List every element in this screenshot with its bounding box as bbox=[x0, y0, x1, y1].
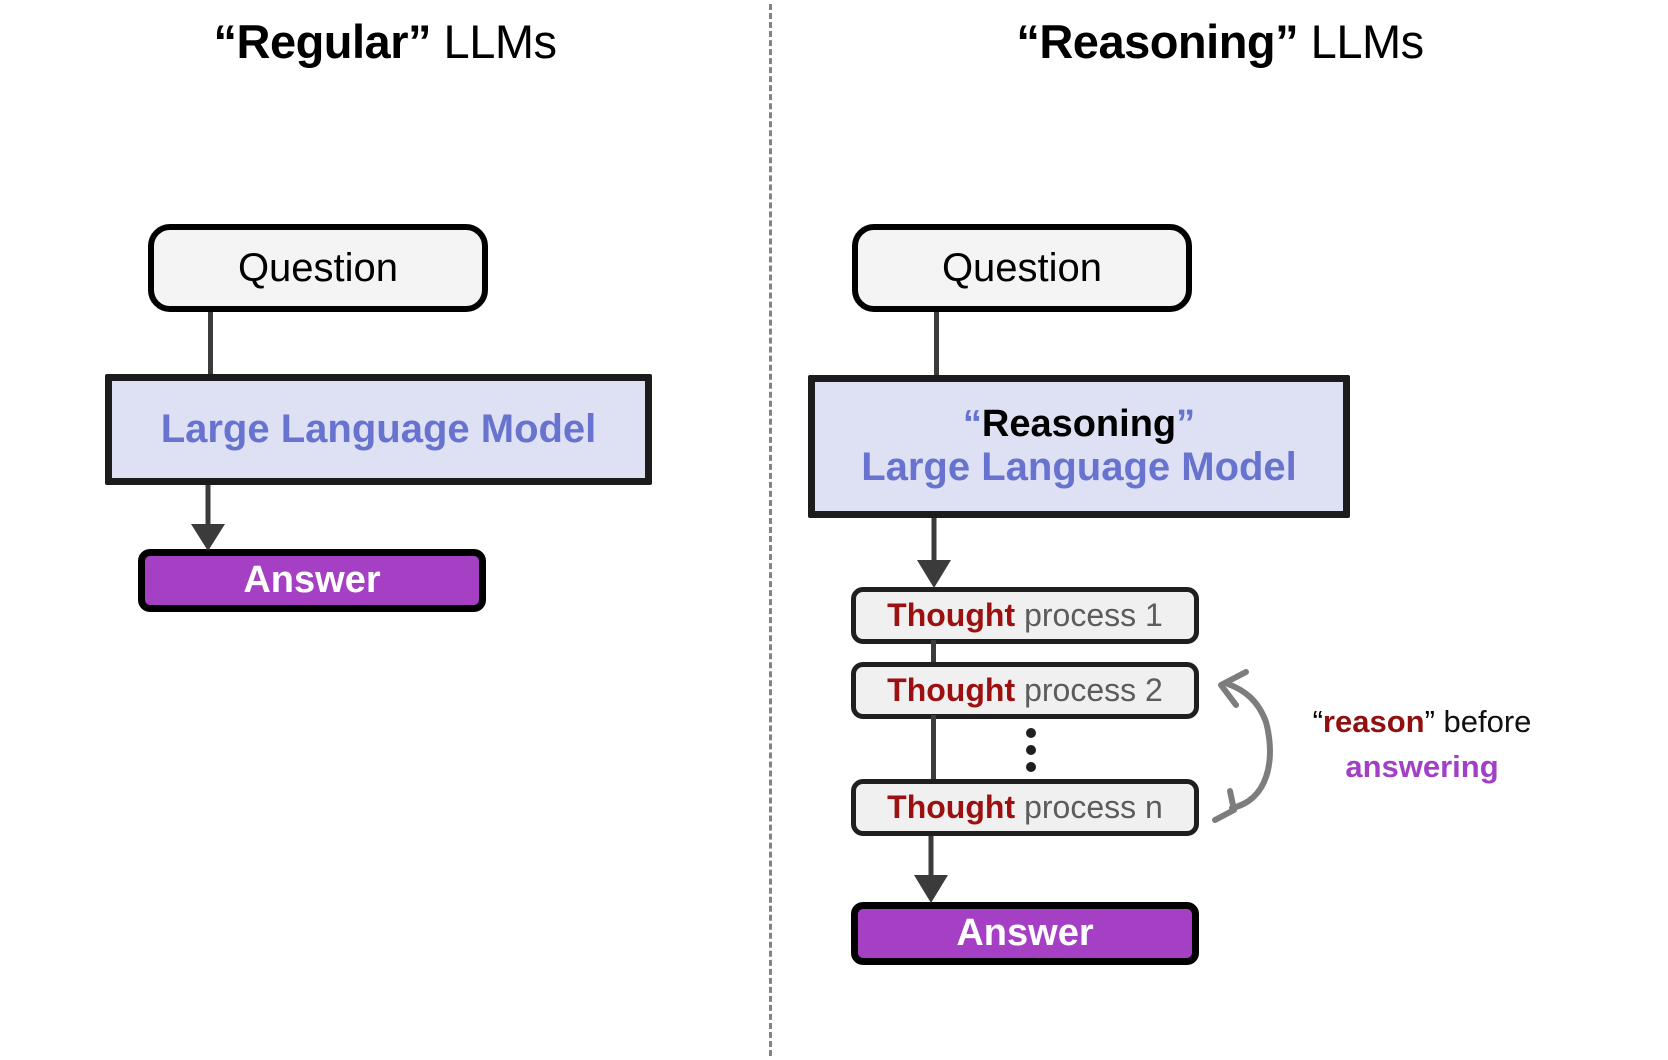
connector-thought1-to-thought2 bbox=[931, 640, 936, 664]
right-question-label: Question bbox=[941, 245, 1103, 290]
right-llm-reasoning-word: Reasoning bbox=[981, 402, 1177, 445]
connector-thought2-to-thoughtn bbox=[931, 715, 936, 781]
thought-2-rest: process 2 bbox=[1024, 672, 1163, 708]
left-question-box: Question bbox=[148, 224, 488, 312]
right-column-title: “Reasoning” LLMs bbox=[772, 18, 1668, 65]
arrow-right-thoughtn-to-answer bbox=[914, 836, 948, 903]
annotation-before-word: before bbox=[1434, 704, 1532, 739]
left-column-title: “Regular” LLMs bbox=[0, 18, 770, 65]
thought-n-emph: Thought bbox=[887, 789, 1016, 825]
right-llm-close-quote: ” bbox=[1176, 402, 1196, 445]
connector-left-question-to-llm bbox=[208, 305, 213, 380]
connector-right-question-to-llm bbox=[934, 305, 939, 375]
thought-1-emph: Thought bbox=[887, 597, 1016, 633]
right-llm-open-quote: “ bbox=[962, 402, 982, 445]
reason-loop-arrow bbox=[1212, 669, 1273, 823]
left-answer-label: Answer bbox=[243, 559, 381, 601]
left-question-label: Question bbox=[237, 245, 399, 290]
left-title-rest: LLMs bbox=[431, 15, 557, 68]
annotation-line-1: “reason” before bbox=[1272, 700, 1572, 745]
vertical-ellipsis-icon bbox=[1026, 728, 1036, 772]
right-question-box: Question bbox=[852, 224, 1192, 312]
annotation-close-quote: ” bbox=[1424, 704, 1435, 739]
thought-1-rest: process 1 bbox=[1024, 597, 1163, 633]
left-answer-box: Answer bbox=[138, 549, 486, 612]
right-llm-reasoning-label: “Reasoning” bbox=[963, 403, 1195, 446]
annotation-open-quote: “ bbox=[1312, 704, 1323, 739]
right-llm-label: Large Language Model bbox=[861, 445, 1297, 490]
thought-n-rest: process n bbox=[1024, 789, 1163, 825]
left-llm-box: Large Language Model bbox=[105, 374, 652, 485]
annotation-answering-word: answering bbox=[1345, 748, 1499, 784]
left-llm-label: Large Language Model bbox=[160, 407, 597, 452]
right-title-rest: LLMs bbox=[1298, 15, 1424, 68]
arrow-right-llm-to-thought1 bbox=[917, 518, 951, 588]
right-answer-box: Answer bbox=[851, 902, 1199, 965]
left-title-quoted: “Regular” bbox=[213, 15, 432, 68]
right-title-quoted: “Reasoning” bbox=[1016, 15, 1299, 68]
arrow-left-llm-to-answer bbox=[191, 485, 225, 551]
thought-2-emph: Thought bbox=[887, 672, 1016, 708]
column-divider bbox=[769, 4, 772, 1056]
reason-before-answering-annotation: “reason” before answering bbox=[1272, 700, 1572, 790]
right-llm-box: “Reasoning” Large Language Model bbox=[808, 375, 1350, 518]
right-answer-label: Answer bbox=[956, 912, 1094, 954]
annotation-reason-word: reason bbox=[1322, 704, 1425, 739]
